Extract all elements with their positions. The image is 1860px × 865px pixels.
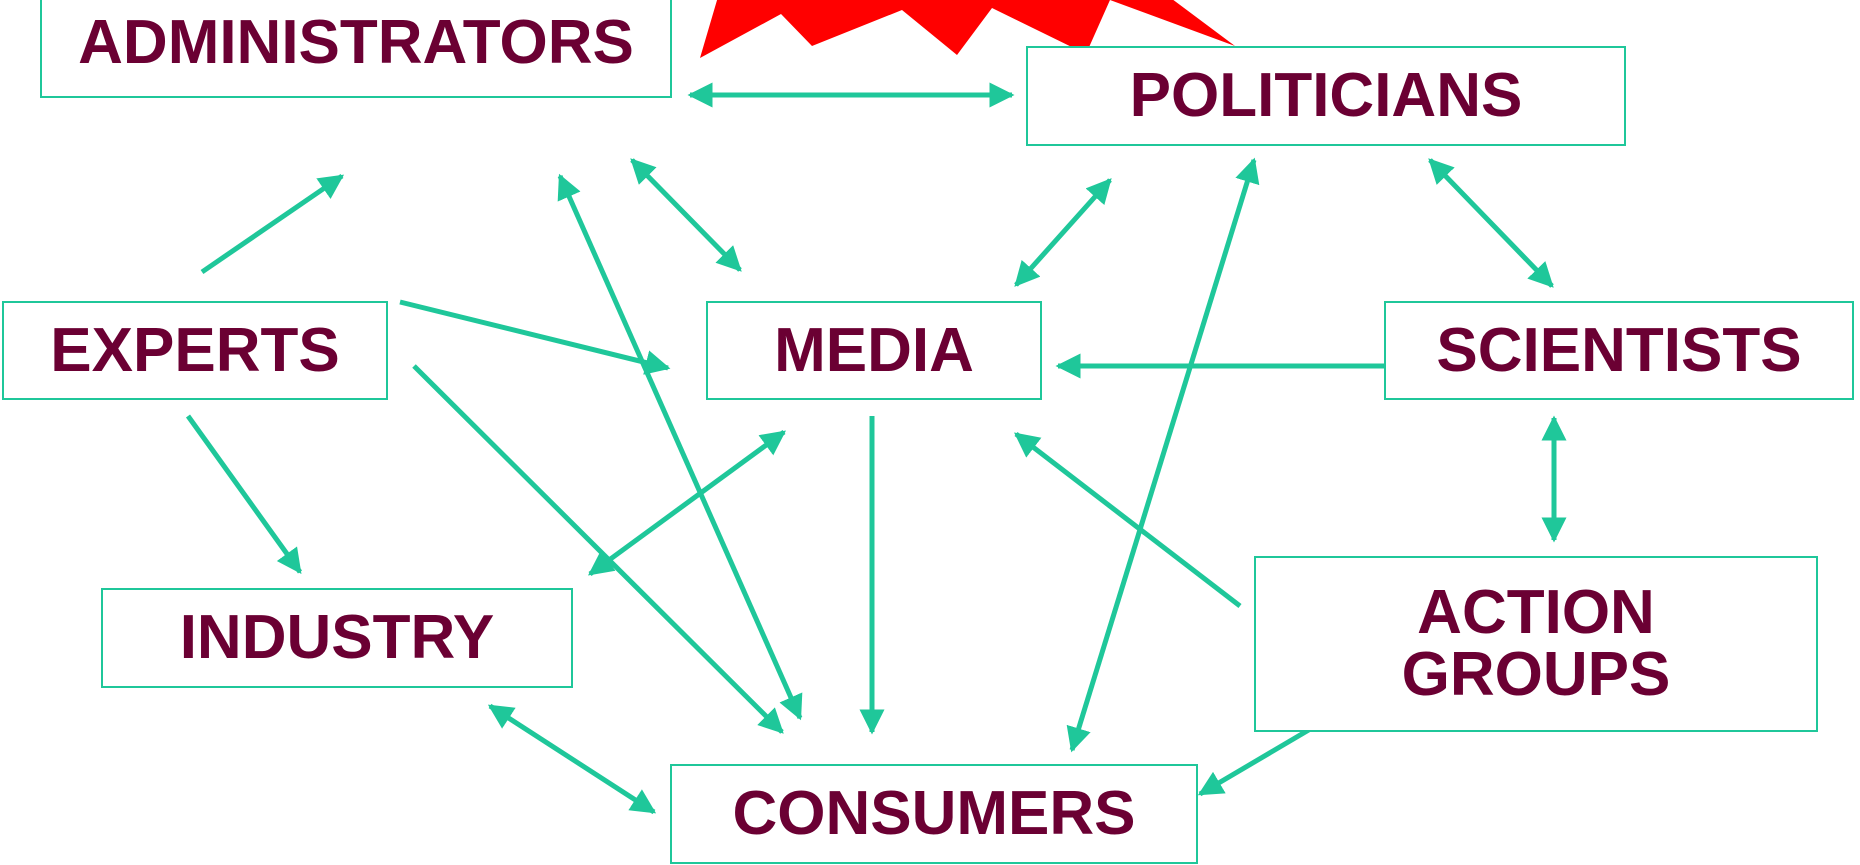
node-media[interactable]: MEDIA [706, 301, 1042, 400]
node-politicians[interactable]: POLITICIANS [1026, 46, 1626, 146]
arrow-politicians-to-media [1014, 178, 1112, 287]
arrow-experts-to-administrators [200, 173, 345, 275]
node-label-politicians: POLITICIANS [1129, 61, 1523, 130]
arrow-administrators-to-media [630, 158, 742, 272]
arrow-industry-to-consumers [487, 703, 657, 815]
connection-arrows [185, 82, 1567, 815]
node-industry[interactable]: INDUSTRY [101, 588, 573, 688]
arrow-experts-to-media [399, 299, 671, 375]
red-burst-shape [700, 0, 1235, 58]
node-action-groups[interactable]: ACTION GROUPS [1254, 556, 1818, 732]
node-label-action-groups: ACTION GROUPS [1402, 582, 1671, 706]
arrow-politicians-to-scientists [1428, 158, 1554, 288]
node-experts[interactable]: EXPERTS [2, 301, 388, 400]
node-label-action-groups-line2: GROUPS [1401, 640, 1671, 709]
node-label-experts: EXPERTS [50, 315, 340, 385]
node-label-consumers: CONSUMERS [732, 779, 1136, 848]
node-label-media: MEDIA [774, 315, 974, 385]
node-scientists[interactable]: SCIENTISTS [1384, 301, 1854, 400]
node-label-action-groups-line1: ACTION [1417, 578, 1655, 647]
arrow-action-groups-to-media [1014, 432, 1242, 608]
node-administrators[interactable]: ADMINISTRATORS [40, 0, 672, 98]
node-consumers[interactable]: CONSUMERS [670, 764, 1198, 864]
arrow-experts-to-industry [185, 414, 303, 575]
node-label-administrators: ADMINISTRATORS [78, 8, 634, 77]
node-label-industry: INDUSTRY [179, 603, 495, 672]
node-label-scientists: SCIENTISTS [1436, 315, 1802, 385]
arrow-media-to-industry [587, 429, 787, 577]
arrow-politicians-to-consumers [1066, 157, 1260, 753]
